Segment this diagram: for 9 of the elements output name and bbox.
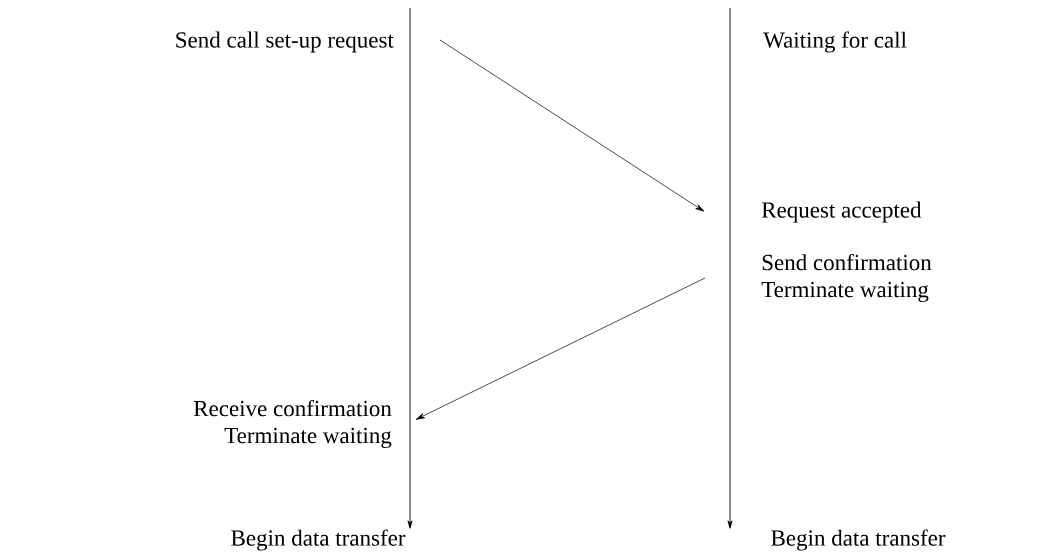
message-arrow xyxy=(415,277,706,420)
text-label: Waiting for call xyxy=(763,31,907,53)
text-label: Send call set-up request xyxy=(176,31,394,53)
text-label: Receive confirmation Terminate waiting xyxy=(193,399,392,449)
message-arrow xyxy=(439,39,705,212)
text-label: Request accepted xyxy=(761,201,922,223)
text-label: Send confirmation Terminate waiting xyxy=(761,253,932,303)
text-label: Begin data transfer xyxy=(771,529,946,551)
text-label: Begin data transfer xyxy=(231,529,406,551)
